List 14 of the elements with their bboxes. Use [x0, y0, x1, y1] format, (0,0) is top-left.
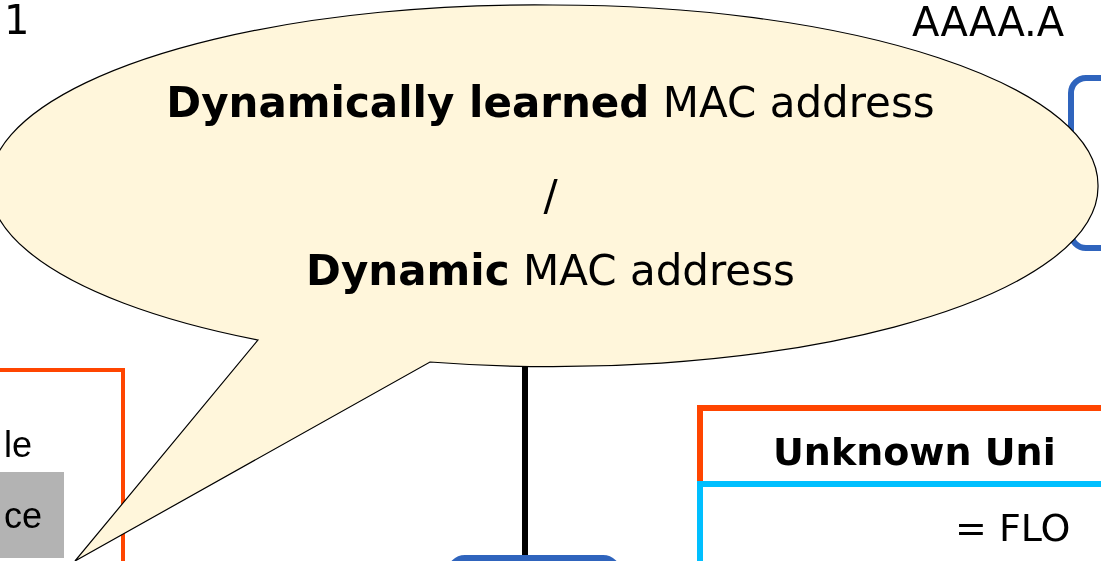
callout-text: Dynamically learned MAC address	[165, 82, 936, 124]
status-text: = FLO	[955, 509, 1071, 547]
cell-text: ce	[4, 498, 43, 534]
callout-text: /	[542, 175, 559, 217]
mac-address-label: AAAA.A	[912, 2, 1065, 42]
table-box	[0, 368, 125, 561]
cell-text: le	[4, 427, 33, 463]
switch-label: 1	[4, 0, 30, 40]
link-line	[522, 365, 528, 555]
status-box	[697, 481, 1101, 561]
header-box	[697, 405, 1101, 481]
callout-text: Dynamic MAC address	[305, 250, 796, 292]
speech-bubble-tooltip	[0, 4, 1099, 561]
header-text: Unknown Uni	[773, 433, 1056, 471]
